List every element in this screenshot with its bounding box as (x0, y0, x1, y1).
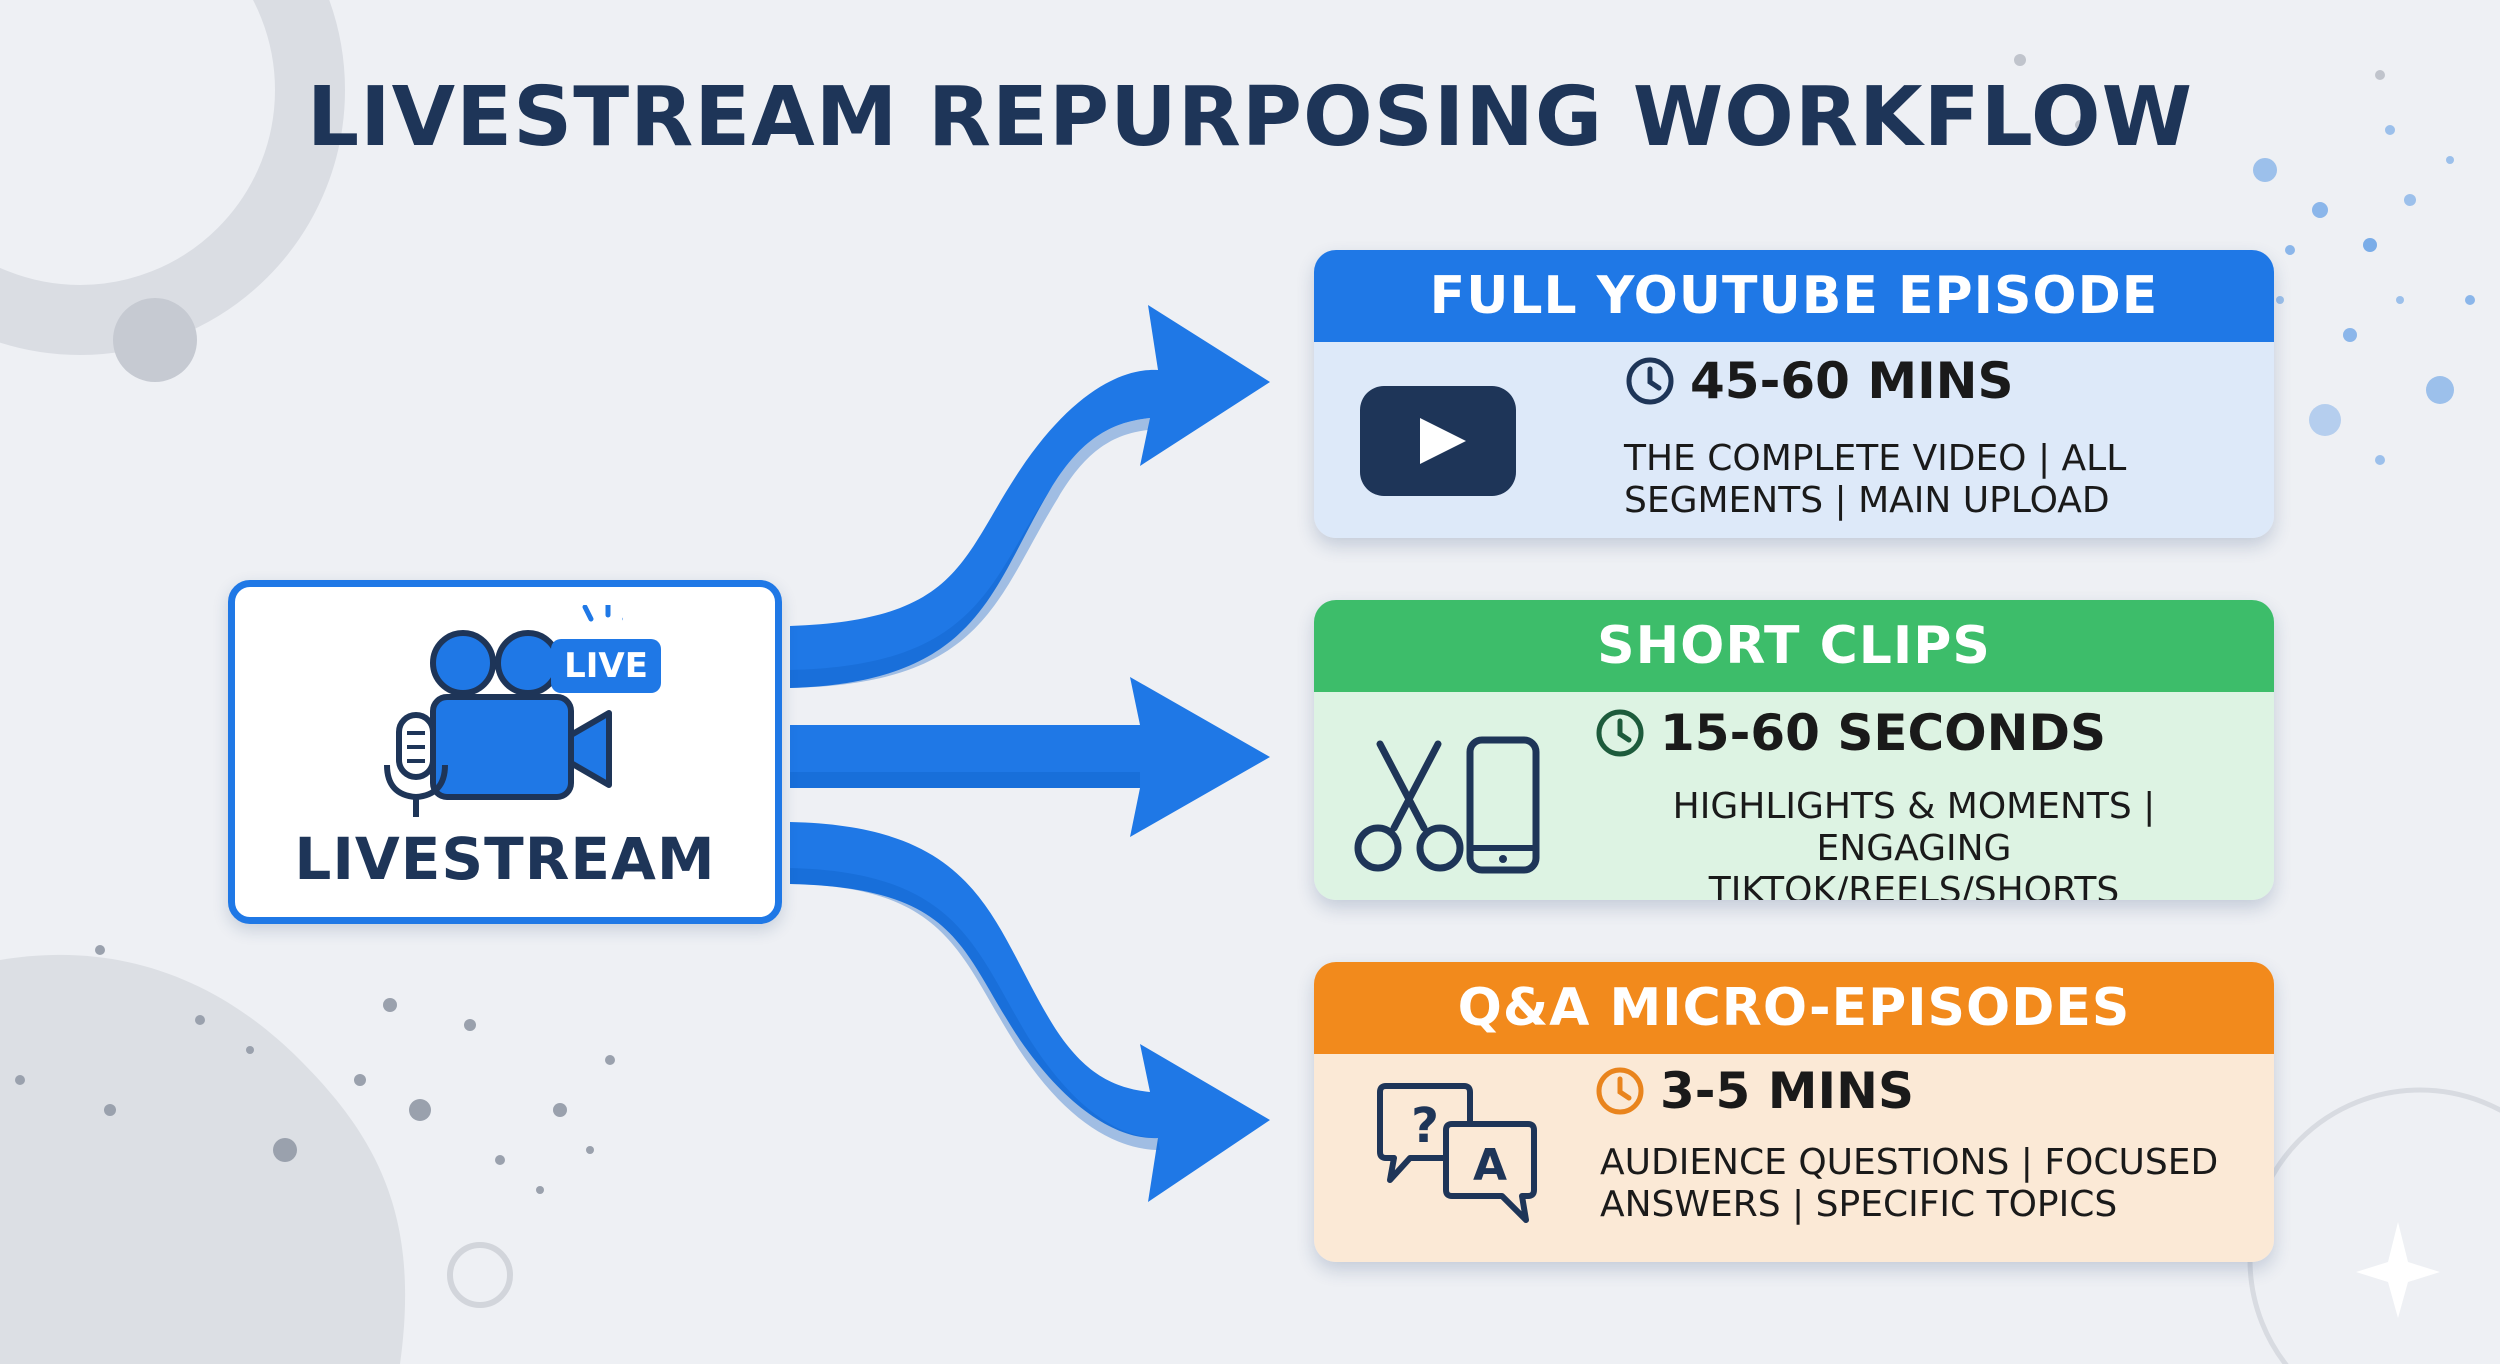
microphone-icon (384, 712, 448, 817)
arrow-to-qa-episodes (790, 822, 1270, 1202)
description-line: ANSWERS | SPECIFIC TOPICS (1600, 1184, 2118, 1225)
card-header: FULL YOUTUBE EPISODE (1314, 250, 2274, 342)
question-answer-bubbles-icon: ? A (1377, 1083, 1537, 1223)
page-title: LIVESTREAM REPURPOSING WORKFLOW (306, 70, 2194, 165)
duration-text: 3-5 MINS (1660, 1062, 1914, 1120)
duration-text: 45-60 MINS (1690, 352, 2014, 410)
description-line: AUDIENCE QUESTIONS | FOCUSED (1600, 1142, 2219, 1183)
duration: 3-5 MINS (1594, 1062, 1914, 1120)
arrow-to-full-episode (790, 305, 1270, 688)
broadcast-rays-icon (582, 605, 623, 622)
sparkle-icon (2356, 1222, 2440, 1318)
scissors-icon (1354, 740, 1464, 872)
description-line: THE COMPLETE VIDEO | ALL (1624, 438, 2127, 479)
video-camera-icon (430, 694, 574, 800)
card-header: Q&A MICRO-EPISODES (1314, 962, 2274, 1054)
duration-text: 15-60 SECONDS (1660, 704, 2107, 762)
youtube-play-icon (1360, 386, 1516, 496)
clock-icon (1596, 709, 1644, 757)
svg-text:?: ? (1411, 1098, 1439, 1154)
clock-icon (1596, 1067, 1644, 1115)
deco-dots-right (2014, 54, 2475, 465)
deco-dots-left (15, 945, 615, 1194)
scissors-and-phone-icon (1354, 736, 1540, 874)
deco-dot-top-left (113, 298, 197, 382)
full-youtube-episode-card: FULL YOUTUBE EPISODE 45-60 MINS THE COMP… (1314, 250, 2274, 538)
qa-micro-episodes-card: Q&A MICRO-EPISODES ? A 3-5 MINS AUDIENCE… (1314, 962, 2274, 1262)
card-header: SHORT CLIPS (1314, 600, 2274, 692)
camera-reel-icon (430, 630, 496, 696)
livestream-camera-icon (384, 605, 623, 817)
description-line: HIGHLIGHTS & MOMENTS | ENGAGING (1672, 786, 2156, 869)
smartphone-icon (1466, 736, 1540, 874)
description: AUDIENCE QUESTIONS | FOCUSED ANSWERS | S… (1600, 1142, 2218, 1226)
duration: 45-60 MINS (1624, 352, 2014, 410)
svg-text:A: A (1473, 1140, 1507, 1191)
deco-ring-top-left (0, 0, 345, 355)
description: THE COMPLETE VIDEO | ALL SEGMENTS | MAIN… (1624, 438, 2126, 522)
deco-blob-bottom-left (0, 954, 406, 1364)
description-line: SEGMENTS | MAIN UPLOAD (1624, 480, 2110, 521)
deco-small-ring (447, 1242, 513, 1308)
camera-reel-icon (495, 630, 561, 696)
live-badge: LIVE (551, 639, 661, 693)
duration: 15-60 SECONDS (1594, 704, 2106, 762)
livestream-label: LIVESTREAM (294, 825, 716, 893)
description: HIGHLIGHTS & MOMENTS | ENGAGING TIKTOK/R… (1574, 786, 2254, 900)
description-line: TIKTOK/REELS/SHORTS (1708, 870, 2120, 900)
arrow-to-short-clips (790, 677, 1270, 837)
clock-icon (1626, 357, 1674, 405)
livestream-source-card: LIVE LIVESTREAM (228, 580, 782, 924)
short-clips-card: SHORT CLIPS 15-60 SECONDS HIGHLIGHTS (1314, 600, 2274, 900)
answer-bubble-icon: A (1443, 1121, 1537, 1223)
